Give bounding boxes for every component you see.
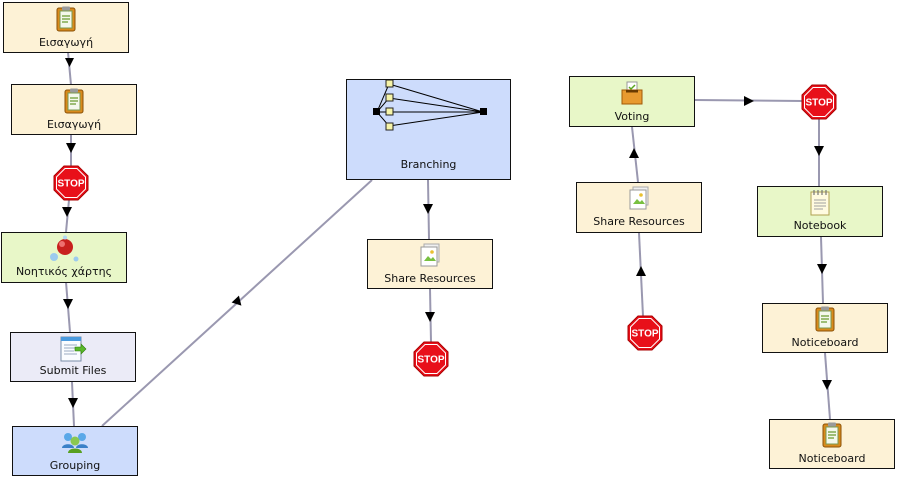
arrow-head	[68, 398, 78, 408]
share-resources-icon	[418, 243, 442, 271]
arrow-head	[744, 96, 754, 106]
stop-sign-1[interactable]: STOP	[53, 165, 89, 201]
arrow-head	[814, 146, 824, 156]
activity-eisagogi-2[interactable]: Εισαγωγή	[11, 84, 137, 135]
activity-grouping[interactable]: Grouping	[12, 426, 138, 476]
arrow-head	[629, 148, 639, 158]
edge-n1-n2	[67, 51, 72, 86]
arrow-head	[425, 312, 435, 322]
arrow-head	[636, 266, 646, 276]
activity-noticeboard-2[interactable]: Noticeboard	[769, 419, 895, 469]
stop-label: STOP	[631, 329, 658, 340]
activity-share-resources-2[interactable]: Share Resources	[576, 182, 702, 233]
activity-submit-files[interactable]: Submit Files	[10, 332, 136, 382]
arrow-head	[822, 380, 832, 390]
arrow-head	[423, 204, 433, 214]
activity-label: Grouping	[49, 459, 101, 472]
activity-noticeboard-1[interactable]: Noticeboard	[762, 303, 888, 353]
stop-sign-4[interactable]: STOP	[801, 84, 837, 120]
stop-label: STOP	[57, 179, 84, 190]
arrow-head	[63, 299, 73, 309]
arrow-head	[817, 264, 827, 274]
activity-label: Noticeboard	[798, 452, 866, 465]
activity-label: Εισαγωγή	[46, 118, 102, 131]
share-resources-icon	[627, 186, 651, 214]
clipboard-icon	[814, 306, 836, 336]
notebook-icon	[808, 190, 832, 220]
arrow-head	[65, 58, 74, 67]
activity-label: Submit Files	[39, 364, 107, 377]
activity-voting[interactable]: Voting	[569, 76, 695, 127]
activity-label: Share Resources	[384, 272, 476, 285]
activity-notebook[interactable]: Notebook	[757, 186, 883, 237]
arrow-head	[231, 295, 242, 306]
activity-label: Notebook	[793, 219, 847, 232]
activity-mind-map[interactable]: Νοητικός χάρτης	[1, 232, 127, 283]
activity-label: Εισαγωγή	[38, 36, 94, 49]
branching-icon	[369, 79, 489, 138]
voting-icon	[619, 80, 645, 110]
activity-label: Branching	[400, 158, 457, 171]
stop-label: STOP	[417, 355, 444, 366]
submit-files-icon	[59, 336, 87, 366]
clipboard-icon	[63, 88, 85, 118]
activity-label: Share Resources	[593, 215, 685, 228]
activity-share-resources-1[interactable]: Share Resources	[367, 239, 493, 289]
arrow-head	[66, 143, 76, 153]
stop-label: STOP	[805, 98, 832, 109]
clipboard-icon	[55, 6, 77, 36]
stop-sign-2[interactable]: STOP	[413, 341, 449, 377]
activity-label: Νοητικός χάρτης	[15, 265, 113, 278]
activity-label: Voting	[614, 110, 650, 123]
activity-branching[interactable]: Branching	[346, 79, 511, 180]
activity-eisagogi-1[interactable]: Εισαγωγή	[3, 2, 129, 53]
grouping-icon	[60, 430, 90, 458]
clipboard-icon	[821, 422, 843, 452]
arrow-head	[62, 207, 72, 217]
activity-label: Noticeboard	[791, 336, 859, 349]
mindmap-icon	[49, 235, 79, 267]
stop-sign-3[interactable]: STOP	[627, 315, 663, 351]
